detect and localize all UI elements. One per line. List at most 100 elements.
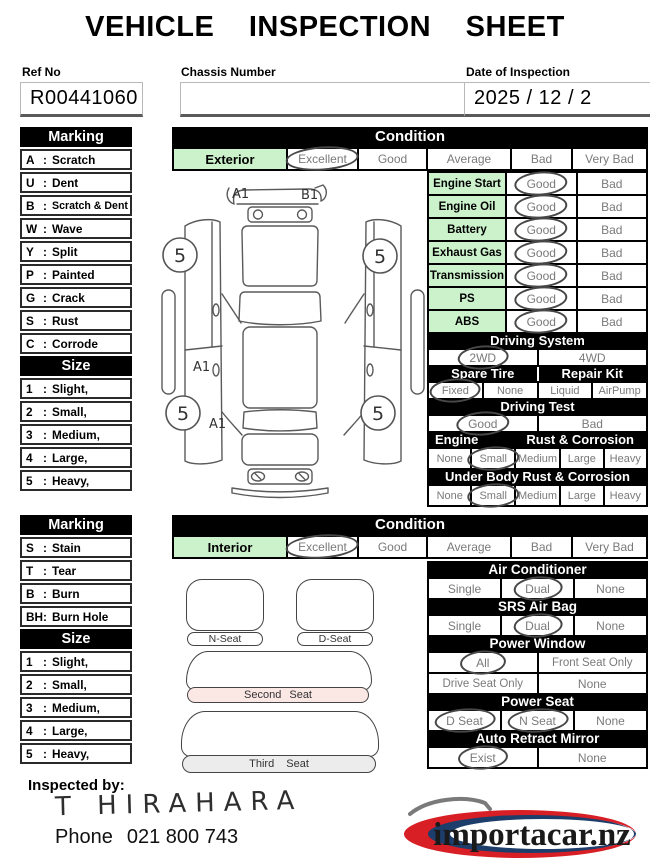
option-none: None: [436, 489, 463, 502]
option-fixed: Fixed: [441, 384, 469, 397]
marking-row: BH:Burn Hole: [20, 606, 132, 627]
option-heavy: Heavy: [609, 452, 641, 465]
mechanical-label: Engine Oil: [429, 196, 505, 217]
d-seat-label: D-Seat: [297, 632, 373, 646]
size-row: 3:Medium,: [20, 697, 132, 718]
underbody-rust-header: Under Body Rust & Corrosion: [445, 469, 630, 484]
option-bad: Bad: [601, 245, 623, 260]
d-seat-back: [296, 579, 374, 631]
mechanical-label: Exhaust Gas: [429, 242, 505, 263]
damage-mark-a1-side1: A1: [193, 360, 210, 375]
condition-option: Good: [377, 152, 408, 166]
option-bad: Bad: [601, 176, 623, 191]
size-row: 4:Large,: [20, 720, 132, 741]
wheel-circle: [162, 237, 198, 273]
n-seat-label: N-Seat: [187, 632, 263, 646]
engine-rust-row: None Small Medium Large Heavy: [429, 449, 646, 468]
marking-row: T:Tear: [20, 560, 132, 581]
logo-text: importacar.nz: [433, 817, 631, 853]
option-none: None: [596, 713, 625, 728]
exterior-label: Exterior: [174, 149, 286, 169]
condition-option: Very Bad: [585, 152, 634, 166]
engine-rust-header: Engine Rust & Corrosion: [435, 432, 634, 447]
condition-header: Condition: [172, 127, 648, 147]
spare-tire-header: Spare Tire: [429, 367, 537, 381]
option-none: None: [596, 618, 625, 633]
option-heavy: Heavy: [609, 489, 641, 502]
car-damage-diagram: 5 5 5 5 A1 B1 A1 A1: [161, 184, 425, 499]
mechanical-condition-table: Engine Start Good Bad Engine Oil Good Ba…: [427, 171, 648, 507]
marking-row: B:Burn: [20, 583, 132, 604]
size-row: 3:Medium,: [20, 424, 132, 445]
option-none: None: [577, 750, 607, 765]
spare-tire-repair-kit-header: Spare Tire Repair Kit: [429, 367, 646, 381]
logo-car-silhouette: [408, 797, 492, 816]
ref-no-value: R00441060: [30, 87, 138, 109]
driving-system-header: Driving System: [490, 333, 585, 348]
rear-window: [242, 409, 318, 432]
mechanical-label: Battery: [429, 219, 505, 240]
driving-system-row: 2WD 4WD: [429, 350, 646, 365]
second-seat-back: [186, 651, 372, 691]
condition-option: Bad: [530, 540, 553, 554]
trunk: [241, 433, 319, 466]
right-rocker-panel: [410, 289, 425, 395]
option-2wd: 2WD: [469, 350, 497, 365]
exterior-condition-table: Condition Exterior Excellent Good Averag…: [172, 127, 648, 171]
windshield: [238, 291, 322, 326]
inspection-date-label: Date of Inspection: [466, 65, 571, 79]
option-airpump: AirPump: [598, 384, 641, 397]
option-good: Good: [526, 176, 556, 191]
rear-bumper: [231, 487, 329, 499]
hood: [241, 225, 319, 287]
condition-option: Very Bad: [585, 540, 634, 554]
option-n-seat: N Seat: [519, 713, 556, 728]
option-bad: Bad: [601, 222, 623, 237]
option-4wd: 4WD: [578, 350, 606, 365]
size-row: 4:Large,: [20, 447, 132, 468]
marking-row: S:Rust: [20, 310, 132, 331]
page-title: VEHICLE INSPECTION SHEET: [85, 11, 565, 43]
wheel-mark: 5: [374, 246, 386, 268]
option-medium: Medium: [517, 452, 558, 465]
option-bad: Bad: [601, 199, 623, 214]
option-none: None: [496, 384, 524, 397]
second-seat-label: Second Seat: [187, 687, 369, 703]
marking-row: S:Stain: [20, 537, 132, 558]
interior-marking-legend: Marking S:Stain T:Tear B:Burn BH:Burn Ho…: [20, 515, 132, 764]
option-good: Good: [468, 416, 498, 431]
option-good: Good: [526, 314, 556, 329]
option-medium: Medium: [517, 489, 558, 502]
chassis-label: Chassis Number: [181, 65, 276, 79]
air-conditioner-header: Air Conditioner: [488, 562, 587, 577]
mechanical-row: Engine Start Good Bad: [429, 173, 646, 194]
wheel-circle: [360, 395, 396, 431]
condition-option: Excellent: [298, 152, 347, 166]
mechanical-label: Engine Start: [429, 173, 505, 194]
mechanical-row: Transmission Good Bad: [429, 265, 646, 286]
mechanical-row: Battery Good Bad: [429, 219, 646, 240]
option-good: Good: [526, 245, 556, 260]
option-good: Good: [526, 222, 556, 237]
condition-option: Excellent: [298, 540, 347, 554]
size-row: 2:Small,: [20, 401, 132, 422]
marking-row: C:Corrode: [20, 333, 132, 354]
option-bad: Bad: [581, 416, 603, 431]
wheel-mark: 5: [174, 245, 186, 267]
size-header: Size: [20, 629, 132, 649]
interior-label: Interior: [174, 537, 286, 557]
condition-option: Average: [446, 540, 492, 554]
wheel-mark: 5: [372, 403, 384, 425]
ref-no-label: Ref No: [22, 65, 61, 79]
size-row: 2:Small,: [20, 674, 132, 695]
marking-header: Marking: [20, 515, 132, 535]
air-conditioner-row: Single Dual None: [429, 579, 646, 598]
srs-air-bag-header: SRS Air Bag: [497, 599, 578, 614]
option-single: Single: [447, 581, 482, 596]
phone-label: Phone: [55, 826, 113, 848]
driving-test-row: Good Bad: [429, 416, 646, 431]
damage-mark-a1-front: A1: [232, 187, 249, 202]
option-d-seat: D Seat: [446, 713, 483, 728]
option-single: Single: [447, 618, 482, 633]
mechanical-row: Exhaust Gas Good Bad: [429, 242, 646, 263]
